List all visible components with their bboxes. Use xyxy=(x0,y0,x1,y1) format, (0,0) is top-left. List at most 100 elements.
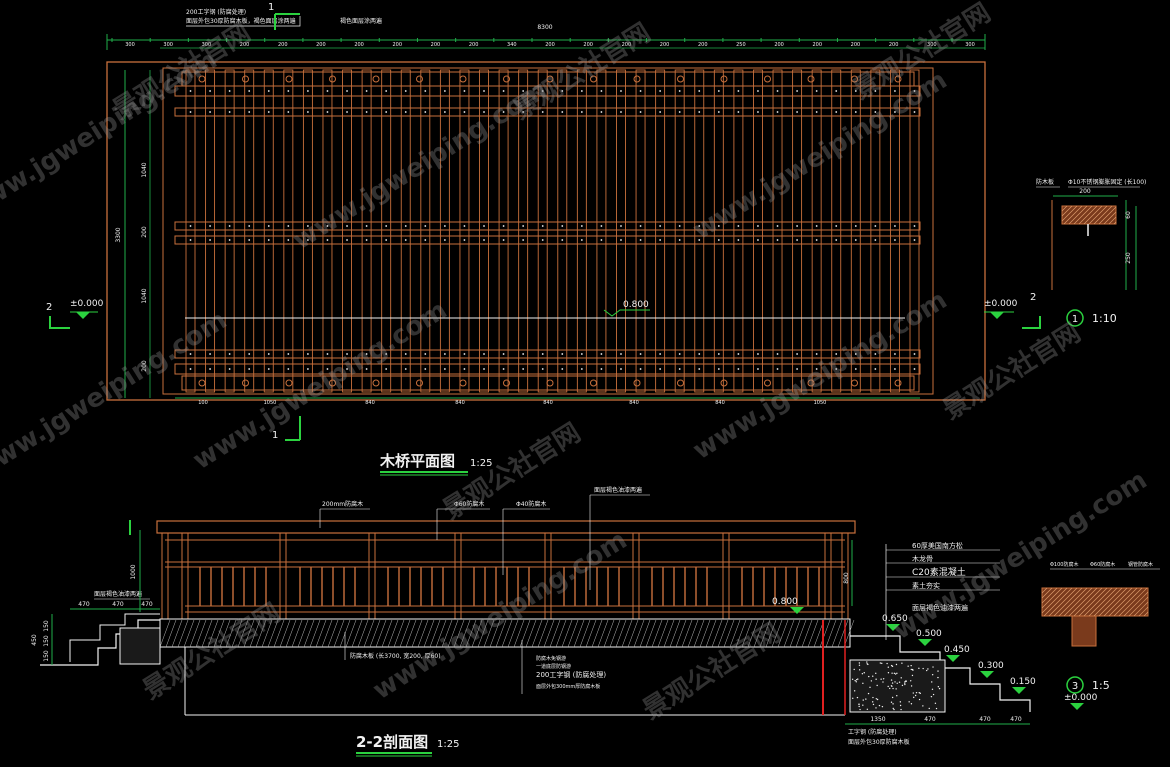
screw-dot xyxy=(248,111,251,113)
screw-dot xyxy=(522,368,525,370)
screw-dot xyxy=(639,239,642,241)
bottom-dim-label: 840 xyxy=(455,400,465,406)
screw-dot xyxy=(483,239,485,241)
screw-dot xyxy=(561,111,564,113)
svg-text:1040: 1040 xyxy=(141,162,148,177)
screw-dot xyxy=(894,111,896,113)
screw-dot xyxy=(620,111,622,113)
top-dim-label: 340 xyxy=(507,42,517,48)
svg-text:60厚美国南方松: 60厚美国南方松 xyxy=(912,541,963,550)
plan-title: 木桥平面图 xyxy=(379,452,455,470)
screw-dot xyxy=(894,225,896,227)
deck-plank xyxy=(244,69,255,393)
screw-dot xyxy=(267,368,270,370)
screw-dot xyxy=(267,225,270,227)
deck-plank xyxy=(498,69,509,393)
screw-dot xyxy=(287,353,290,355)
top-dim-label: 200 xyxy=(698,42,708,48)
screw-dot xyxy=(776,225,779,227)
screw-dot xyxy=(698,225,701,227)
svg-text:Φ10不锈钢膨胀固定 (长100): Φ10不锈钢膨胀固定 (长100) xyxy=(1068,178,1146,186)
bolt-hole xyxy=(590,379,597,387)
deck-plank xyxy=(283,69,294,393)
screw-dot xyxy=(189,353,192,355)
screw-dot xyxy=(267,353,270,355)
bolt-hole xyxy=(242,379,249,387)
top-dim-label: 200 xyxy=(278,42,288,48)
section-right-steps: 1350 470 470 470 工字钢 (防腐处理) 面层外包30厚防腐木板 xyxy=(845,635,1031,746)
watermark-text: 景观公社官网 xyxy=(937,317,1086,426)
bolt-hole xyxy=(677,379,684,387)
bolt-hole xyxy=(416,379,423,387)
screw-dot xyxy=(365,368,368,370)
deck-plank xyxy=(694,69,705,393)
screw-dot xyxy=(561,368,564,370)
screw-dot xyxy=(717,368,720,370)
screw-dot xyxy=(483,368,485,370)
screw-dot xyxy=(600,90,603,92)
screw-dot xyxy=(404,368,407,370)
screw-dot xyxy=(580,353,583,355)
screw-dot xyxy=(463,239,466,241)
svg-text:±0.000: ±0.000 xyxy=(1064,693,1098,703)
screw-dot xyxy=(483,90,485,92)
deck-plank xyxy=(792,69,803,393)
screw-dot xyxy=(835,90,838,92)
svg-text:Φ60防腐木: Φ60防腐木 xyxy=(454,500,484,508)
screw-dot xyxy=(815,239,818,241)
svg-text:1:5: 1:5 xyxy=(1092,679,1110,692)
svg-text:Φ40防腐木: Φ40防腐木 xyxy=(516,500,546,508)
screw-dot xyxy=(541,239,544,241)
top-dim-label: 200 xyxy=(622,42,632,48)
top-dim-label: 300 xyxy=(965,42,975,48)
bottom-dim-label: 840 xyxy=(629,400,639,406)
screw-dot xyxy=(698,368,701,370)
svg-text:200工字钢 (防腐处理): 200工字钢 (防腐处理) xyxy=(186,8,246,16)
bolt-hole xyxy=(242,75,249,83)
screw-dot xyxy=(189,368,192,370)
screw-dot xyxy=(502,225,505,227)
svg-text:200: 200 xyxy=(1079,188,1091,195)
svg-text:0.800: 0.800 xyxy=(772,597,798,607)
screw-dot xyxy=(228,225,231,227)
svg-text:250: 250 xyxy=(1125,252,1132,264)
plan-inner-frame xyxy=(162,67,934,395)
bolt-hole xyxy=(677,75,684,83)
screw-dot xyxy=(502,368,505,370)
screw-dot xyxy=(248,90,251,92)
screw-dot xyxy=(228,111,231,113)
screw-dot xyxy=(307,225,309,227)
svg-text:0.800: 0.800 xyxy=(623,300,649,310)
screw-dot xyxy=(228,239,231,241)
bolt-hole xyxy=(546,75,554,83)
deck-plank xyxy=(655,69,666,393)
section-view: 470 470 470 450 150 150 150 面层褐色油漆两遍 135… xyxy=(31,486,1098,757)
screw-dot xyxy=(913,353,916,355)
screw-dot xyxy=(659,353,662,355)
svg-text:1: 1 xyxy=(1072,314,1078,325)
screw-dot xyxy=(209,90,211,92)
screw-dot xyxy=(248,239,251,241)
svg-text:1040: 1040 xyxy=(141,288,148,303)
screw-dot xyxy=(385,90,388,92)
screw-dot xyxy=(365,225,368,227)
watermark-text: 景观公社官网 xyxy=(637,617,786,726)
svg-text:面层外包30厚防腐木板: 面层外包30厚防腐木板 xyxy=(848,738,910,746)
screw-dot xyxy=(678,368,681,370)
bolt-hole xyxy=(807,379,815,387)
svg-text:木龙骨: 木龙骨 xyxy=(912,554,933,563)
screw-dot xyxy=(894,368,896,370)
svg-text:150: 150 xyxy=(43,650,50,662)
deck-plank xyxy=(302,69,313,393)
screw-dot xyxy=(835,239,838,241)
top-dim-label: 200 xyxy=(851,42,861,48)
screw-dot xyxy=(189,90,192,92)
screw-dot xyxy=(307,368,309,370)
screw-dot xyxy=(209,239,211,241)
screw-dot xyxy=(678,225,681,227)
screw-dot xyxy=(443,239,446,241)
screw-dot xyxy=(561,353,564,355)
plan-level-right: ±0.000 xyxy=(984,299,1018,309)
screw-dot xyxy=(698,111,701,113)
